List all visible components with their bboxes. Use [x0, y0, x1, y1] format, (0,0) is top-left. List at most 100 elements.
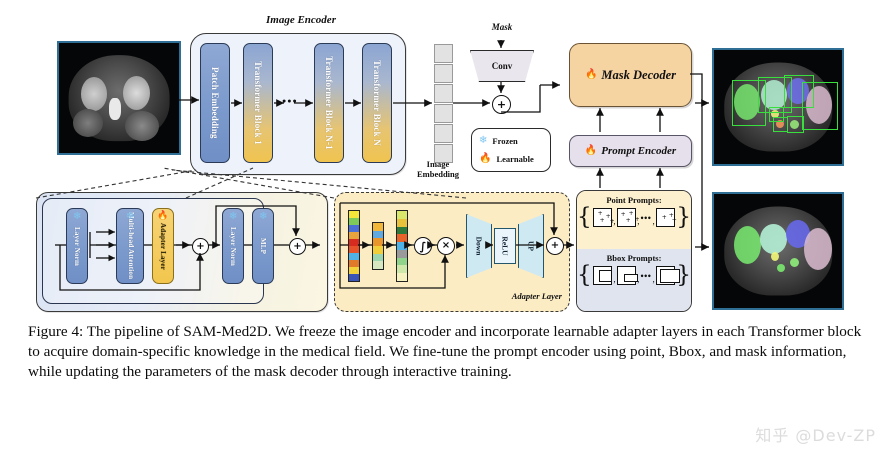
adapter-vector-segment — [349, 253, 359, 260]
bbox-prompt-list: { , , ••• , } — [577, 262, 691, 289]
bbox-prompt-chip — [592, 266, 613, 285]
sum-operator-mask: + — [492, 95, 511, 114]
adapter-vector-input — [348, 210, 360, 282]
encoder-block-label: Patch Embedding — [210, 67, 220, 139]
adapter-vector-segment — [397, 226, 407, 235]
conv-block: Conv — [470, 50, 534, 82]
bbox-prompts-section: Bbox Prompts: { , , ••• , } — [577, 249, 691, 311]
adapter-vector-segment — [397, 234, 407, 243]
embedding-cell — [434, 124, 453, 143]
adapter-relu: ReLU — [494, 228, 516, 264]
image-encoder-title: Image Encoder — [266, 14, 336, 26]
organ-mask-small — [771, 252, 779, 261]
snowflake-icon: ❄ — [126, 211, 135, 222]
adapter-up-label: UP — [526, 241, 536, 251]
bbox-overlay — [787, 116, 804, 133]
mask-decoder-block: 🔥 Mask Decoder — [569, 43, 692, 107]
bbox-prompts-title: Bbox Prompts: — [606, 253, 662, 263]
embedding-cell — [434, 64, 453, 83]
sum-operator-adapter: + — [546, 237, 564, 255]
bbox-prompt-chip — [655, 266, 680, 285]
bbox-overlay — [769, 107, 784, 122]
legend-learnable-label: Learnable — [496, 154, 534, 164]
organ-mask-small — [776, 120, 784, 128]
separator-comma: , — [652, 274, 655, 284]
adapter-vector-segment — [397, 257, 407, 266]
adapter-vector-output — [396, 210, 408, 282]
point-prompts-title: Point Prompts: — [606, 195, 662, 205]
tf-block-label: Multi-head Attention — [126, 212, 135, 280]
adapter-vector-segment — [373, 238, 383, 246]
adapter-vector-segment — [349, 211, 359, 218]
organ-mask-green — [734, 84, 760, 120]
output-scan-bboxes — [712, 48, 844, 166]
organ-blob — [125, 111, 159, 141]
flame-icon: 🔥 — [157, 210, 169, 220]
prompts-ellipsis: ••• — [640, 270, 652, 281]
adapter-vector-segment — [349, 267, 359, 274]
sum-operator-tf-1: + — [192, 238, 209, 255]
adapter-up-projection: UP — [518, 214, 544, 278]
tf-block-label: Adapter Layer — [159, 222, 167, 270]
organ-blob — [109, 98, 121, 120]
embedding-cell — [434, 104, 453, 123]
legend-row-learnable: 🔥 Learnable — [479, 150, 550, 168]
embedding-cell — [434, 44, 453, 63]
output-scan-masks — [712, 192, 844, 310]
organ-mask-green — [734, 226, 761, 264]
flame-icon: 🔥 — [584, 69, 598, 80]
separator-comma: , — [652, 216, 655, 226]
bbox-overlay — [784, 75, 814, 108]
organ-mask-pink — [806, 86, 832, 124]
brace-close: } — [676, 204, 691, 231]
organ-mask-mint — [760, 224, 787, 254]
prompt-encoder-label: Prompt Encoder — [601, 145, 677, 157]
organ-mask-blue — [787, 78, 809, 104]
separator-comma: , — [613, 274, 616, 284]
embedding-cell — [434, 144, 453, 163]
adapter-vector-segment — [349, 232, 359, 239]
tf-block-label: MLP — [259, 237, 267, 255]
adapter-vector-segment — [349, 218, 359, 225]
adapter-vector-segment — [397, 218, 407, 227]
legend-frozen-label: Frozen — [492, 136, 518, 146]
adapter-vector-segment — [373, 230, 383, 239]
snowflake-icon: ❄ — [229, 211, 238, 222]
adapter-vector-segment — [397, 273, 407, 281]
snowflake-icon: ❄ — [259, 211, 268, 222]
prompts-ellipsis: ••• — [640, 212, 652, 223]
multiply-operator: × — [437, 237, 455, 255]
tf-block-label: Layer Norm — [229, 226, 237, 266]
prompt-encoder-block: 🔥 Prompt Encoder — [569, 135, 692, 167]
encoder-ellipsis: ●●● — [282, 97, 298, 105]
figure-caption: Figure 4: The pipeline of SAM-Med2D. We … — [28, 323, 862, 380]
encoder-block-patch-embedding: Patch Embedding — [200, 43, 230, 163]
organ-blob — [81, 77, 107, 111]
point-prompt-chip: ++ ++ — [616, 208, 640, 227]
adapter-vector-segment — [373, 223, 383, 231]
brace-open: { — [577, 262, 592, 289]
encoder-block-transformer-n-1: Transformer Block N-1 — [314, 43, 344, 163]
bbox-overlay — [758, 77, 792, 113]
flame-icon: 🔥 — [479, 153, 492, 164]
image-embedding-caption: Image Embedding — [408, 159, 468, 179]
flame-icon: 🔥 — [584, 145, 598, 156]
organ-mask-small — [777, 264, 785, 272]
adapter-down-label: Down — [474, 236, 484, 256]
organ-mask-pink — [804, 228, 832, 270]
encoder-block-transformer-n: Transformer Block N — [362, 43, 392, 163]
mask-decoder-label: Mask Decoder — [601, 67, 677, 82]
adapter-vector-segment — [349, 246, 359, 253]
point-prompts-section: Point Prompts: { ++ ++ , ++ ++ , ••• , +… — [577, 191, 691, 249]
figure-diagram: Image Encoder Patch Embedding Transforme… — [35, 14, 844, 312]
separator-comma: , — [613, 216, 616, 226]
tf-block-label: Layer Norm — [73, 226, 81, 266]
legend-row-frozen: ❄ Frozen — [479, 132, 550, 150]
organ-mask-small — [790, 258, 799, 267]
adapter-vector-segment — [349, 239, 359, 246]
adapter-down-projection: Down — [466, 214, 492, 278]
encoder-block-label: Transformer Block N — [372, 60, 382, 146]
snowflake-icon: ❄ — [73, 211, 82, 222]
adapter-relu-label: ReLU — [500, 236, 510, 256]
adapter-vector-segment — [373, 245, 383, 254]
